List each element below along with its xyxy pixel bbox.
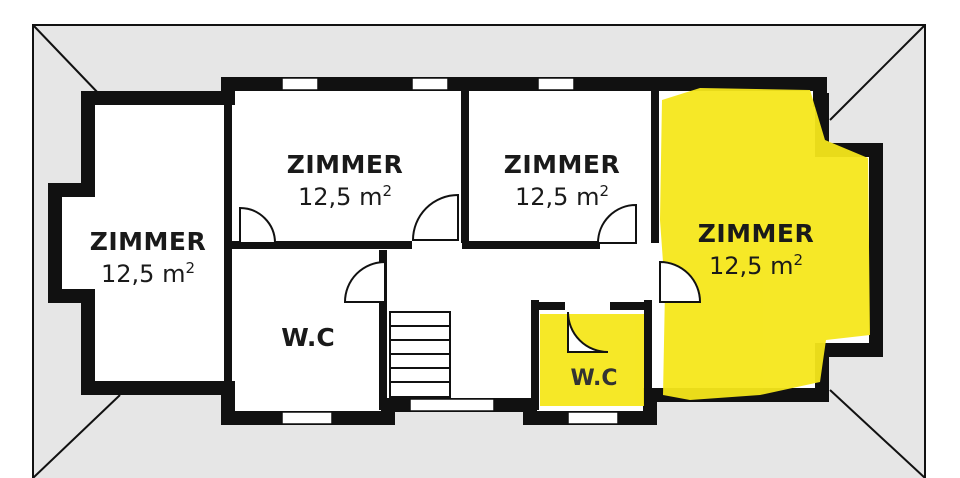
room-area-top-right: 12,5 m2 — [515, 182, 609, 211]
room-area-right-value: 12,5 m — [709, 252, 793, 280]
room-name-right: ZIMMER — [698, 219, 815, 248]
room-area-left-value: 12,5 m — [101, 260, 185, 288]
highlight-paint — [540, 88, 870, 406]
roof-hip-lines — [32, 24, 926, 478]
room-area-top-middle: 12,5 m2 — [298, 182, 392, 211]
room-name-left: ZIMMER — [90, 227, 207, 256]
room-name-top-middle: ZIMMER — [287, 150, 404, 179]
staircase — [389, 311, 451, 398]
room-area-top-middle-value: 12,5 m — [298, 183, 382, 211]
windows — [281, 77, 619, 425]
room-area-top-right-sup: 2 — [599, 182, 609, 200]
door-swings — [239, 193, 702, 353]
room-name-top-right: ZIMMER — [504, 150, 621, 179]
room-area-right: 12,5 m2 — [709, 251, 803, 280]
wc-right-label: W.C — [571, 366, 618, 391]
room-area-left: 12,5 m2 — [101, 259, 195, 288]
room-area-top-right-value: 12,5 m — [515, 183, 599, 211]
interior-walls — [224, 90, 659, 412]
room-area-left-sup: 2 — [185, 259, 195, 277]
room-area-top-middle-sup: 2 — [382, 182, 392, 200]
wc-left-label: W.C — [281, 323, 334, 352]
room-area-right-sup: 2 — [793, 251, 803, 269]
